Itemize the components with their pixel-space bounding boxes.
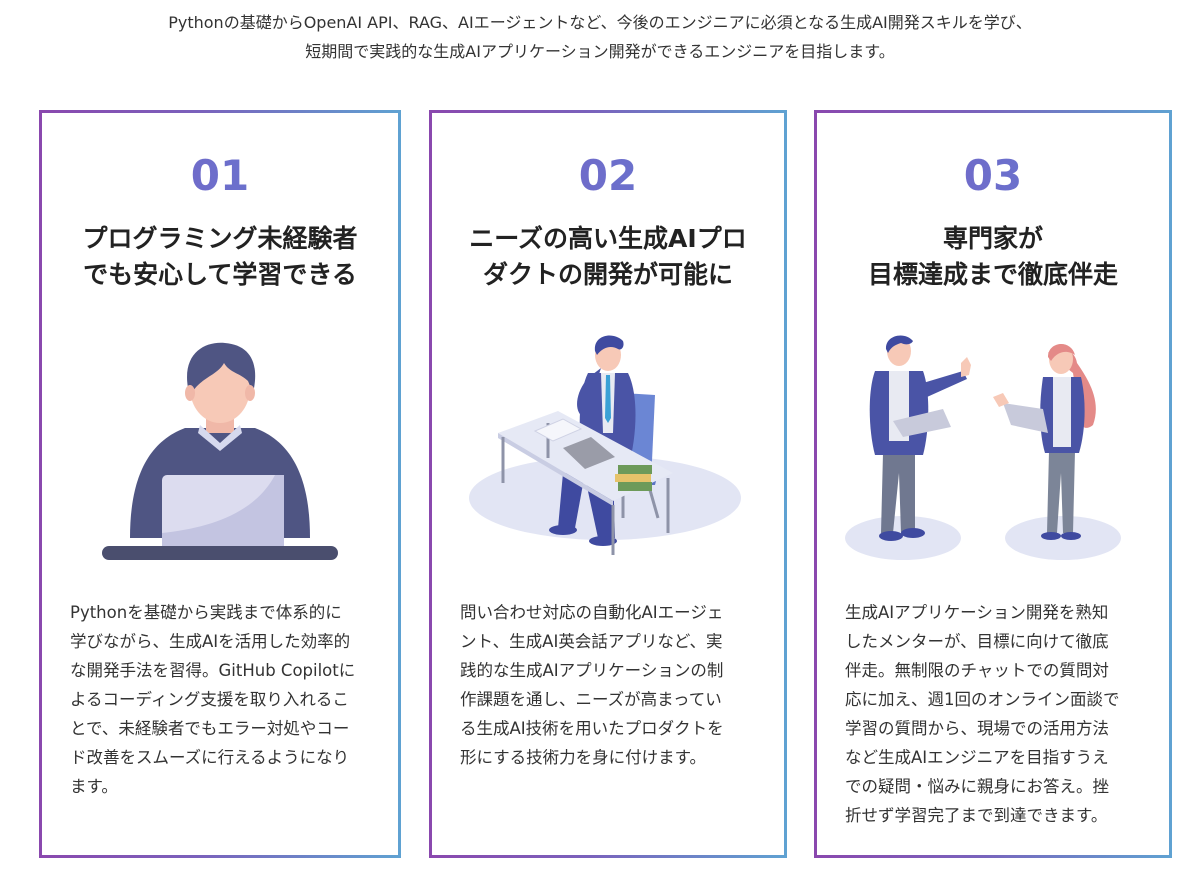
card-number: 03 <box>817 151 1169 201</box>
desc-line: ます。 <box>70 777 118 796</box>
feature-card-03: 03 専門家が 目標達成まで徹底伴走 <box>814 110 1172 858</box>
desc-line: とで、未経験者でもエラー対処やコー <box>70 719 350 738</box>
desc-line: ント、生成AI英会話アプリなど、実 <box>460 632 723 651</box>
mentor-and-learner-illustration <box>817 333 1169 563</box>
card-title-line: でも安心して学習できる <box>83 260 357 289</box>
desc-line: 形にする技術力を身に付けます。 <box>460 748 707 767</box>
card-title-line: ダクトの開発が可能に <box>482 260 733 289</box>
desc-line: 問い合わせ対応の自動化AIエージェ <box>460 603 724 622</box>
card-description: Pythonを基礎から実践まで体系的に 学びながら、生成AIを活用した効率的 な… <box>70 598 378 801</box>
desc-line: な開発手法を習得。GitHub Copilotに <box>70 661 356 680</box>
card-title-line: 専門家が <box>942 224 1043 253</box>
desc-line: など生成AIエンジニアを目指すうえ <box>845 748 1109 767</box>
desc-line: 学びながら、生成AIを活用した効率的 <box>70 632 351 651</box>
card-body: 01 プログラミング未経験者 でも安心して学習できる <box>42 113 398 855</box>
feature-card-02: 02 ニーズの高い生成AIプロ ダクトの開発が可能に <box>429 110 787 858</box>
card-number: 01 <box>42 151 398 201</box>
desc-line: での疑問・悩みに親身にお答え。挫 <box>845 777 1109 796</box>
desc-line: 応に加え、週1回のオンライン面談で <box>845 690 1120 709</box>
businessman-at-desk-icon <box>469 335 741 555</box>
desc-line: よるコーディング支援を取り入れるこ <box>70 690 349 709</box>
person-with-laptop-icon <box>102 342 338 560</box>
intro-line-2: 短期間で実践的な生成AIアプリケーション開発ができるエンジニアを目指します。 <box>305 42 895 61</box>
card-title-line: 目標達成まで徹底伴走 <box>867 260 1118 289</box>
desc-line: 践的な生成AIアプリケーションの制 <box>460 661 724 680</box>
desc-line: る生成AI技術を用いたプロダクトを <box>460 719 724 738</box>
card-description: 問い合わせ対応の自動化AIエージェ ント、生成AI英会話アプリなど、実 践的な生… <box>460 598 764 772</box>
desc-line: したメンターが、目標に向けて徹底 <box>845 632 1109 651</box>
desc-line: 作課題を通し、ニーズが高まってい <box>460 690 722 709</box>
person-with-laptop-illustration <box>42 333 398 563</box>
mentor-and-learner-icon <box>845 335 1121 560</box>
intro-line-1: Pythonの基礎からOpenAI API、RAG、AIエージェントなど、今後の… <box>168 13 1032 32</box>
desc-line: 学習の質問から、現場での活用方法 <box>845 719 1109 738</box>
desc-line: Pythonを基礎から実践まで体系的に <box>70 603 342 622</box>
feature-card-01: 01 プログラミング未経験者 でも安心して学習できる <box>39 110 401 858</box>
businessman-at-desk-illustration <box>432 333 784 563</box>
card-title: 専門家が 目標達成まで徹底伴走 <box>817 221 1169 293</box>
card-title: ニーズの高い生成AIプロ ダクトの開発が可能に <box>432 221 784 293</box>
desc-line: 生成AIアプリケーション開発を熟知 <box>845 603 1109 622</box>
desc-line: 折せず学習完了まで到達できます。 <box>845 806 1108 825</box>
card-body: 02 ニーズの高い生成AIプロ ダクトの開発が可能に <box>432 113 784 855</box>
desc-line: 伴走。無制限のチャットでの質問対 <box>845 661 1109 680</box>
card-title-line: ニーズの高い生成AIプロ <box>469 224 747 253</box>
card-body: 03 専門家が 目標達成まで徹底伴走 <box>817 113 1169 855</box>
intro-text: Pythonの基礎からOpenAI API、RAG、AIエージェントなど、今後の… <box>0 8 1200 66</box>
card-number: 02 <box>432 151 784 201</box>
desc-line: ド改善をスムーズに行えるようになり <box>70 748 350 767</box>
card-title-line: プログラミング未経験者 <box>82 224 358 253</box>
card-title: プログラミング未経験者 でも安心して学習できる <box>42 221 398 293</box>
card-description: 生成AIアプリケーション開発を熟知 したメンターが、目標に向けて徹底 伴走。無制… <box>845 598 1149 830</box>
